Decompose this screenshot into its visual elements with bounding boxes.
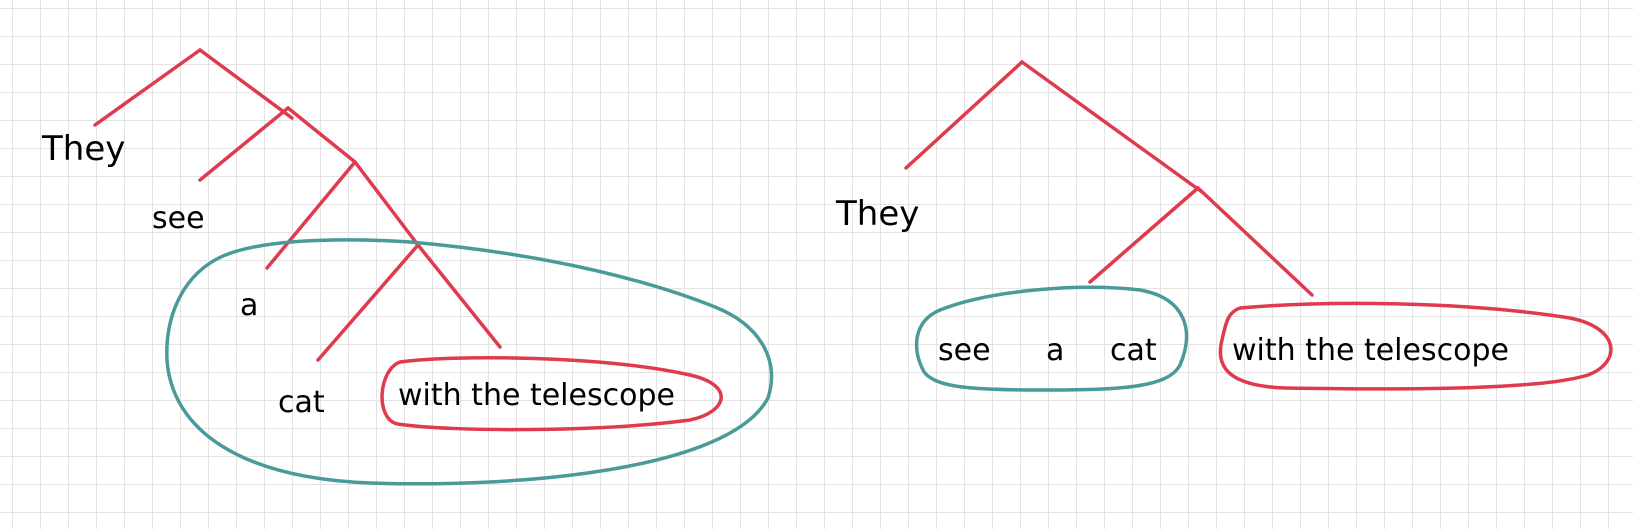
right-word-cat: cat xyxy=(1110,333,1157,368)
right-branch-root-they xyxy=(904,60,1024,170)
left-word-a: a xyxy=(240,288,258,323)
right-branch-vp-pp xyxy=(1196,186,1314,297)
left-branch-root-vp xyxy=(198,48,294,120)
left-word-they: They xyxy=(41,129,125,169)
right-word-a: a xyxy=(1046,333,1064,368)
right-vp-loop xyxy=(914,285,1189,392)
right-branch-vp-left xyxy=(1088,186,1200,284)
left-branch-vp-np xyxy=(286,106,357,164)
left-branch-np-nbar xyxy=(353,160,420,247)
left-branch-root-they xyxy=(93,48,202,127)
left-parse-tree: They see a cat with the telescope xyxy=(41,48,774,486)
left-word-cat: cat xyxy=(278,385,325,420)
right-word-pp: with the telescope xyxy=(1232,333,1509,368)
left-branch-nbar-pp xyxy=(416,243,502,349)
left-branch-vp-see xyxy=(198,106,290,182)
right-pp-loop xyxy=(1218,301,1613,391)
right-word-they: They xyxy=(835,194,919,234)
right-word-see: see xyxy=(938,333,991,368)
left-word-see: see xyxy=(152,201,205,236)
left-word-pp: with the telescope xyxy=(398,378,675,413)
left-branch-nbar-cat xyxy=(316,243,420,362)
right-branch-root-vp xyxy=(1020,60,1204,194)
left-branch-np-a xyxy=(265,160,357,270)
right-parse-tree: They see a cat with the telescope xyxy=(835,60,1613,392)
left-np-loop xyxy=(165,238,774,486)
left-pp-loop xyxy=(380,356,723,432)
